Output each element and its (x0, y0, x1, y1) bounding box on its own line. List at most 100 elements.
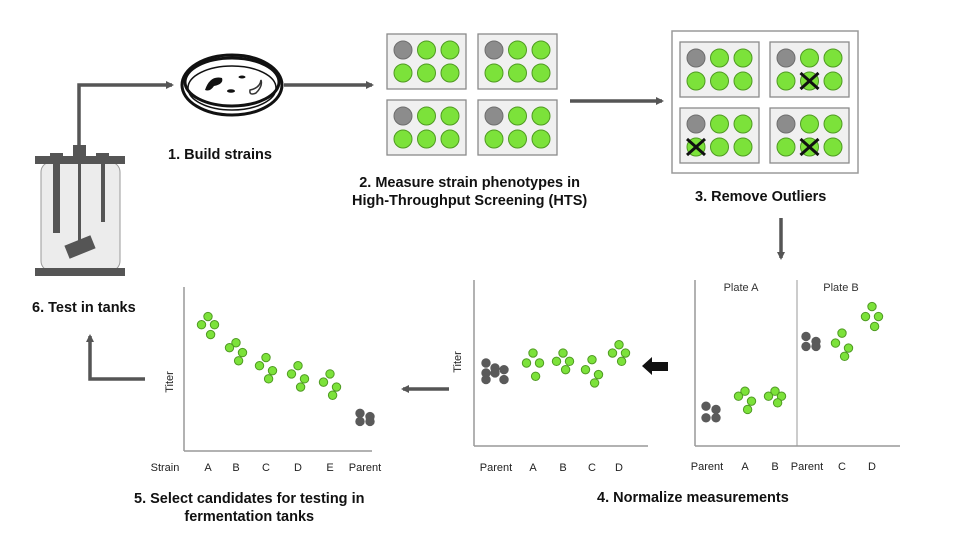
strain-well (686, 71, 706, 91)
x-tick-label: Parent (791, 461, 823, 473)
strain-well (733, 137, 753, 157)
cluster-B (551, 348, 575, 375)
x-tick-label: B (771, 461, 778, 473)
data-point (811, 341, 821, 352)
data-point (801, 331, 811, 342)
strain-well (531, 63, 551, 83)
data-point (746, 396, 757, 406)
cluster-Parent (801, 331, 821, 352)
cluster-A (733, 386, 757, 415)
strain-well (508, 106, 527, 126)
data-point (701, 401, 711, 411)
data-point (711, 413, 721, 423)
outlier-x-icon (799, 137, 820, 157)
data-point (205, 329, 216, 340)
step-2-label: 2. Measure strain phenotypes in High-Thr… (352, 174, 587, 210)
strain-well (800, 48, 819, 68)
data-point (589, 378, 600, 388)
data-point (331, 382, 342, 392)
cluster-C (254, 352, 278, 384)
cluster-B (763, 386, 787, 408)
data-point (286, 369, 297, 379)
x-tick-label: C (588, 462, 596, 474)
strain-well (393, 129, 413, 149)
data-point (263, 374, 274, 384)
strain-well (733, 114, 753, 134)
step-5-line-2: fermentation tanks (184, 509, 315, 525)
strain-well (531, 129, 551, 149)
strain-well (417, 106, 436, 126)
data-point (534, 358, 545, 368)
strain-well (508, 129, 527, 149)
strain-well (440, 106, 460, 126)
data-point (355, 416, 365, 427)
data-point (733, 391, 744, 401)
data-point (530, 371, 541, 381)
x-tick-label: C (262, 462, 270, 474)
x-tick-label: D (294, 462, 302, 474)
x-tick-label: Parent (480, 462, 512, 474)
fermentation-tank-icon (35, 145, 125, 276)
cluster-Parent (481, 358, 509, 385)
data-point (224, 342, 235, 353)
strain-well (710, 137, 729, 157)
data-point (318, 377, 329, 387)
x-tick-label: A (741, 461, 749, 473)
step-2-line-2: High-Throughput Screening (HTS) (352, 193, 588, 209)
data-point (365, 416, 375, 427)
x-tick-label: B (232, 462, 239, 474)
cluster-D (860, 301, 884, 332)
data-point (299, 374, 310, 384)
x-tick-label: B (559, 462, 566, 474)
parent-well (484, 40, 504, 60)
cluster-Parent (701, 401, 721, 423)
parent-well (776, 48, 796, 68)
parent-well (484, 106, 504, 126)
data-point (490, 368, 500, 378)
strain-well (508, 63, 527, 83)
data-point (587, 354, 597, 365)
data-point (293, 361, 303, 371)
hts-plates (386, 33, 558, 156)
y-axis-label: Titer (164, 371, 176, 393)
cluster-A (196, 311, 220, 340)
plate-b-label: Plate B (823, 282, 858, 294)
strain-well (484, 63, 504, 83)
strain-well (823, 71, 843, 91)
cluster-C (580, 354, 604, 388)
cluster-D (607, 340, 631, 367)
outlier-plate (679, 41, 760, 98)
data-point (580, 364, 591, 375)
outlier-x-icon (799, 71, 820, 91)
strain-well (823, 48, 843, 68)
data-point (616, 356, 627, 367)
data-point (558, 348, 568, 358)
x-tick-label: Parent (691, 461, 723, 473)
strain-well (417, 63, 436, 83)
step-4-label: 4. Normalize measurements (597, 490, 789, 506)
cluster-D (286, 361, 310, 392)
outlier-x-icon (686, 137, 706, 157)
data-point (770, 386, 780, 396)
hts-plate (386, 33, 467, 90)
cluster-Parent (355, 408, 375, 427)
data-point (873, 311, 884, 322)
data-point (233, 356, 244, 366)
data-point (620, 348, 631, 358)
strain-well (710, 71, 729, 91)
data-point (839, 351, 850, 362)
hts-plate (386, 99, 467, 156)
strain-well (440, 63, 460, 83)
data-point (860, 311, 871, 322)
x-axis-label: Strain (151, 462, 180, 474)
data-point (711, 404, 721, 415)
data-point (830, 338, 841, 348)
step-6-label: 6. Test in tanks (32, 300, 136, 316)
parent-well (776, 114, 796, 134)
data-point (843, 343, 854, 353)
hts-plate (477, 33, 558, 90)
strain-well (417, 40, 436, 60)
data-point (295, 382, 306, 392)
parent-well (393, 40, 413, 60)
